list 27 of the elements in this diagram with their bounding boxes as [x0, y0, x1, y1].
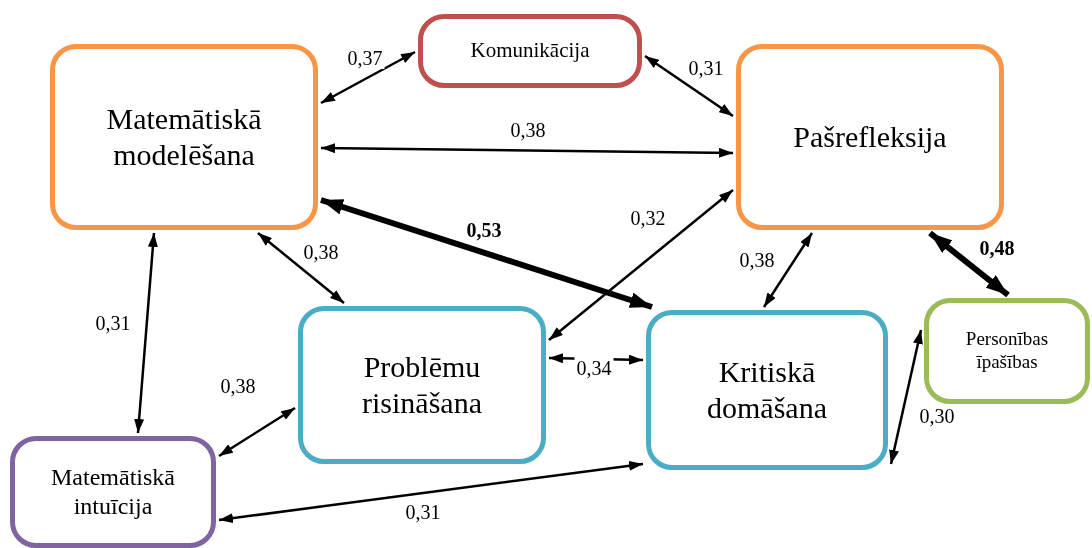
node-label: Matemātiskā intuīcija: [50, 463, 176, 521]
double-arrow: [762, 232, 814, 308]
node-label: Problēmu risināšana: [361, 349, 483, 421]
double-arrow: [257, 232, 345, 304]
node-label: Komunikācija: [470, 38, 590, 64]
rounded-box: [298, 306, 546, 464]
double-arrow: [320, 50, 416, 105]
double-arrow: [134, 232, 158, 434]
rounded-box: [50, 44, 318, 230]
double-arrow: [320, 197, 653, 310]
rounded-box: [418, 14, 642, 88]
double-arrow: [644, 54, 734, 118]
double-arrow: [928, 230, 1010, 298]
double-arrow: [548, 189, 734, 341]
node-label: Matemātiskā modelēšana: [105, 101, 263, 173]
double-arrow: [321, 143, 733, 158]
node-label: Kritiskā domāšana: [706, 354, 828, 426]
rounded-box: [10, 436, 216, 548]
node-label: Pašrefleksija: [793, 119, 947, 155]
double-arrow: [889, 329, 923, 465]
rounded-box: [924, 298, 1090, 404]
double-arrow: [218, 460, 644, 524]
rounded-box: [646, 310, 888, 470]
double-arrow: [218, 406, 296, 458]
edge-label: 0,34: [574, 357, 614, 379]
rounded-box: [736, 44, 1004, 230]
node-label: Personības īpašības: [964, 328, 1050, 374]
